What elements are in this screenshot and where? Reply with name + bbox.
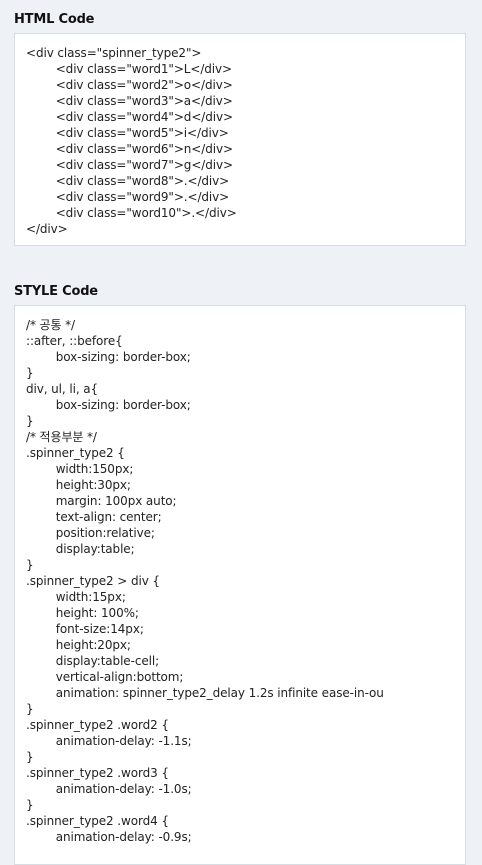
- code-line: text-align: center;: [26, 510, 162, 524]
- code-line: <div class="word1">L</div>: [26, 62, 232, 76]
- code-line: .spinner_type2 {: [26, 446, 125, 460]
- code-line: margin: 100px auto;: [26, 494, 177, 508]
- code-line: vertical-align:bottom;: [26, 670, 184, 684]
- code-line: <div class="word10">.</div>: [26, 206, 237, 220]
- code-line: position:relative;: [26, 526, 155, 540]
- html-code-block[interactable]: <div class="spinner_type2"> <div class="…: [14, 33, 466, 246]
- code-line: <div class="word2">o</div>: [26, 78, 233, 92]
- code-line: }: [26, 558, 34, 572]
- code-line: box-sizing: border-box;: [26, 398, 191, 412]
- code-line: <div class="word6">n</div>: [26, 142, 233, 156]
- code-line: <div class="word8">.</div>: [26, 174, 230, 188]
- code-line: }: [26, 702, 34, 716]
- code-line: animation-delay: -1.1s;: [26, 734, 192, 748]
- html-code-section: HTML Code <div class="spinner_type2"> <d…: [14, 10, 466, 246]
- code-line: <div class="word3">a</div>: [26, 94, 233, 108]
- code-line: width:150px;: [26, 462, 134, 476]
- code-line: .spinner_type2 .word3 {: [26, 766, 169, 780]
- style-code-section: STYLE Code /* 공통 */::after, ::before{ bo…: [14, 282, 466, 865]
- code-line: div, ul, li, a{: [26, 382, 99, 396]
- code-line: }: [26, 366, 34, 380]
- html-code-text: <div class="spinner_type2"> <div class="…: [26, 45, 465, 237]
- code-line: /* 적용부분 */: [26, 430, 97, 444]
- code-line: font-size:14px;: [26, 622, 144, 636]
- code-line: height:30px;: [26, 478, 131, 492]
- code-line: .spinner_type2 .word2 {: [26, 718, 169, 732]
- code-line: </div>: [26, 222, 68, 236]
- code-line: }: [26, 798, 34, 812]
- code-line: width:15px;: [26, 590, 126, 604]
- style-code-block[interactable]: /* 공통 */::after, ::before{ box-sizing: b…: [14, 305, 466, 865]
- html-code-title: HTML Code: [14, 12, 95, 27]
- code-line: }: [26, 414, 34, 428]
- code-line: }: [26, 750, 34, 764]
- code-line: height: 100%;: [26, 606, 139, 620]
- style-code-title: STYLE Code: [14, 284, 98, 299]
- code-line: .spinner_type2 .word4 {: [26, 814, 169, 828]
- code-line: .spinner_type2 > div {: [26, 574, 160, 588]
- code-line: <div class="spinner_type2">: [26, 46, 202, 60]
- code-line: animation-delay: -1.0s;: [26, 782, 192, 796]
- code-line: animation-delay: -0.9s;: [26, 830, 192, 844]
- code-line: box-sizing: border-box;: [26, 350, 191, 364]
- code-line: <div class="word7">g</div>: [26, 158, 233, 172]
- code-line: height:20px;: [26, 638, 131, 652]
- code-line: <div class="word5">i</div>: [26, 126, 229, 140]
- code-line: display:table;: [26, 542, 135, 556]
- code-line: display:table-cell;: [26, 654, 160, 668]
- code-line: <div class="word4">d</div>: [26, 110, 233, 124]
- code-line: animation: spinner_type2_delay 1.2s infi…: [26, 686, 384, 700]
- code-line: ::after, ::before{: [26, 334, 123, 348]
- code-line: <div class="word9">.</div>: [26, 190, 230, 204]
- code-line: /* 공통 */: [26, 318, 75, 332]
- style-code-text: /* 공통 */::after, ::before{ box-sizing: b…: [26, 317, 465, 845]
